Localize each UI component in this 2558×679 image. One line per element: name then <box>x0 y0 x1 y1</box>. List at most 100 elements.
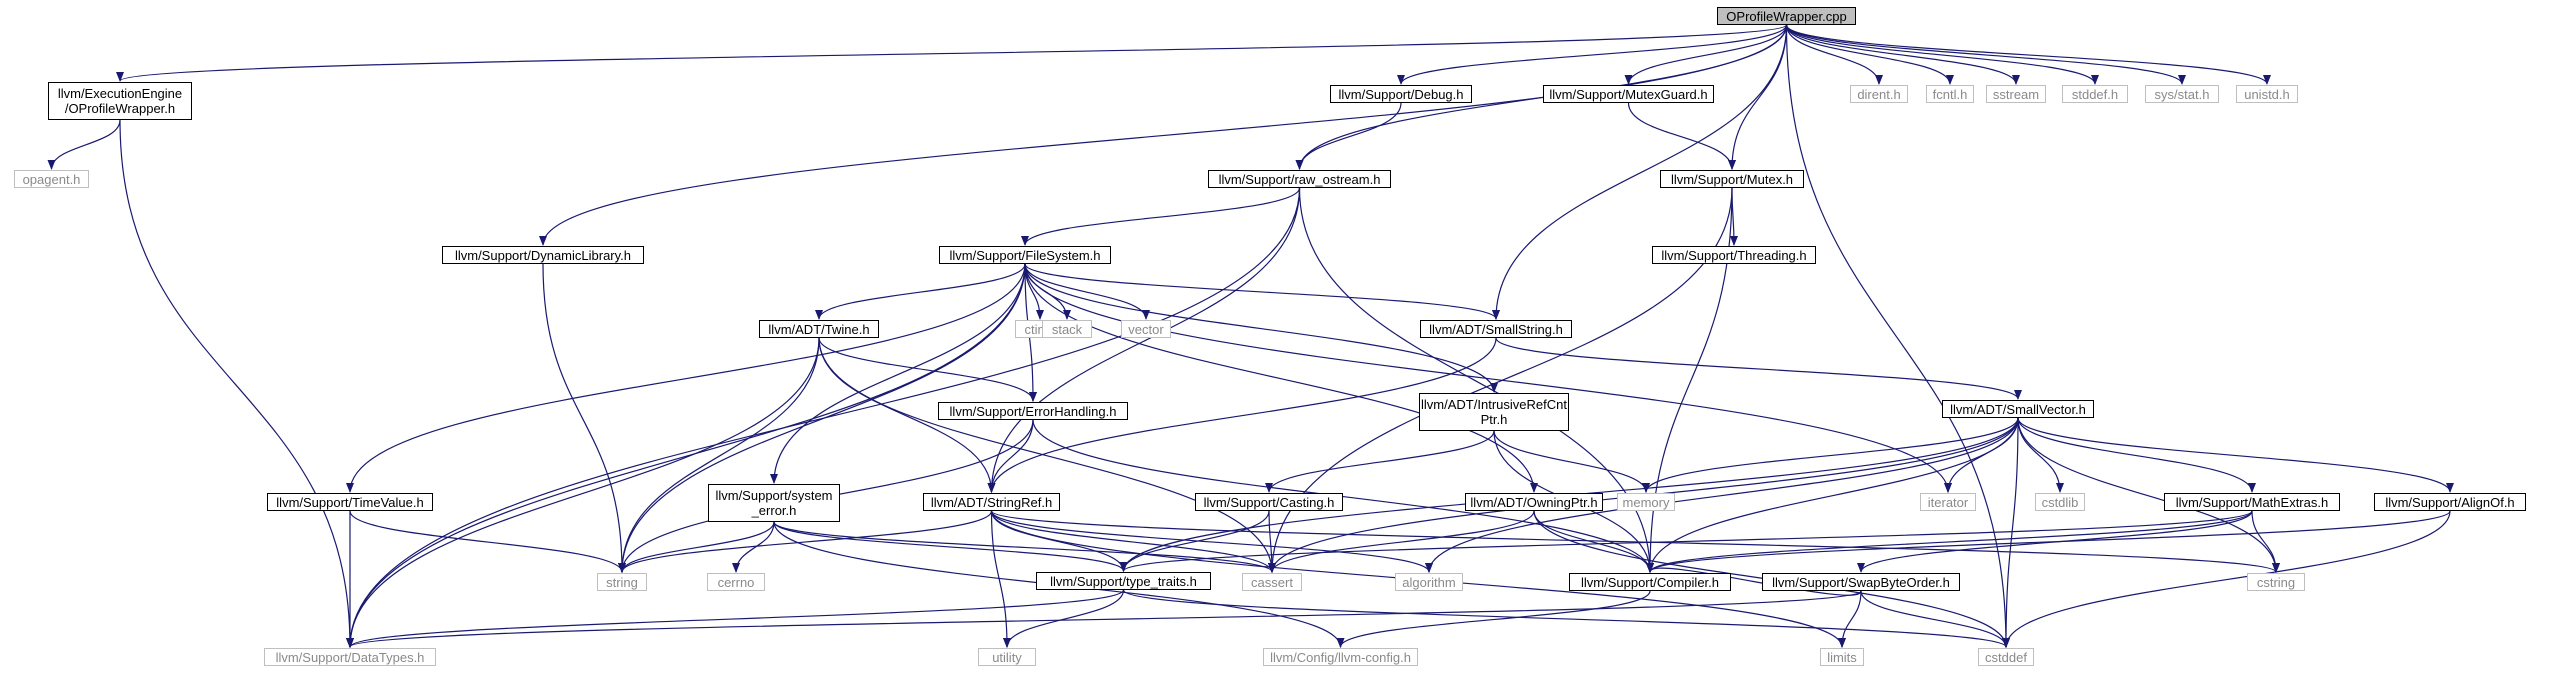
edge-filesystem-to-datatypes <box>346 263 1026 648</box>
edge-compiler-to-llvmconfig <box>1336 590 1651 648</box>
edge-type_traits-to-cstddef <box>1122 589 2010 648</box>
node-fcntl: fcntl.h <box>1926 85 1974 103</box>
edge-root-to-unistd <box>1785 24 2271 85</box>
edge-ee_opw-to-opagent <box>47 119 121 170</box>
edge-smallvector-to-memory <box>1642 417 2019 493</box>
node-dynlib[interactable]: llvm/Support/DynamicLibrary.h <box>442 246 644 264</box>
edge-system_error-to-type_traits <box>773 521 1128 572</box>
edge-mutexguard-to-mutex <box>1627 102 1736 170</box>
edge-intrusive-to-casting <box>1265 430 1495 493</box>
edge-smallstring-to-smallvector <box>1495 337 2022 400</box>
edge-type_traits-to-utility <box>1003 589 1125 648</box>
edge-smallvector-to-compiler <box>1646 417 2019 573</box>
node-swapbyteorder[interactable]: llvm/Support/SwapByteOrder.h <box>1762 573 1960 591</box>
edge-alignof-to-compiler <box>1646 510 2451 573</box>
edge-root-to-fcntl <box>1785 24 1954 85</box>
edge-stringref-to-algorithm <box>990 510 1433 573</box>
node-stringref[interactable]: llvm/ADT/StringRef.h <box>923 493 1060 511</box>
node-cerrno: cerrno <box>707 573 765 591</box>
node-system-error[interactable]: llvm/Support/system _error.h <box>708 484 840 522</box>
node-filesystem[interactable]: llvm/Support/FileSystem.h <box>939 246 1111 264</box>
edge-filesystem-to-smallstring <box>1024 263 1500 320</box>
edge-root-to-dynlib <box>539 24 1788 246</box>
node-mathextras[interactable]: llvm/Support/MathExtras.h <box>2164 493 2340 511</box>
node-limits: limits <box>1820 648 1864 666</box>
edge-type_traits-to-datatypes <box>346 589 1125 648</box>
node-debug[interactable]: llvm/Support/Debug.h <box>1330 85 1472 103</box>
edge-smallvector-to-cstring <box>2017 417 2280 573</box>
edge-root-to-ee_opw <box>116 24 1788 82</box>
edge-root-to-smallstring <box>1492 24 1788 320</box>
edge-filesystem-to-timevalue <box>346 263 1026 493</box>
node-dirent: dirent.h <box>1850 85 1908 103</box>
edge-twine-to-string <box>618 337 820 573</box>
node-mutex[interactable]: llvm/Support/Mutex.h <box>1660 170 1804 188</box>
edge-filesystem-to-owningptr <box>1024 263 1538 493</box>
node-intrusive[interactable]: llvm/ADT/IntrusiveRefCnt Ptr.h <box>1419 393 1569 431</box>
node-vector: vector <box>1121 320 1171 338</box>
node-mutexguard[interactable]: llvm/Support/MutexGuard.h <box>1543 85 1714 103</box>
node-owningptr[interactable]: llvm/ADT/OwningPtr.h <box>1465 493 1603 511</box>
edge-casting-to-type_traits <box>1119 510 1270 572</box>
edge-system_error-to-cassert <box>773 521 1276 573</box>
node-casting[interactable]: llvm/Support/Casting.h <box>1195 493 1343 511</box>
edge-swapbyteorder-to-compiler <box>1646 562 1862 596</box>
edge-root-to-cstddef <box>1785 24 2010 648</box>
edge-dynlib-to-string <box>542 263 626 573</box>
dependency-edges <box>47 24 2454 648</box>
edge-alignof-to-cstddef <box>2002 510 2451 648</box>
edge-root-to-sysstat <box>1785 24 2186 85</box>
node-smallstring[interactable]: llvm/ADT/SmallString.h <box>1420 320 1572 338</box>
node-sysstat: sys/stat.h <box>2145 85 2219 103</box>
edge-debug-to-raw_ostream <box>1295 102 1402 170</box>
node-raw-ostream[interactable]: llvm/Support/raw_ostream.h <box>1208 170 1391 188</box>
edge-smallvector-to-cstddef <box>2002 417 2019 648</box>
node-stack: stack <box>1042 320 1092 338</box>
edge-stringref-to-string <box>618 510 993 573</box>
edge-intrusive-to-memory <box>1493 430 1650 493</box>
edge-root-to-debug <box>1397 24 1788 85</box>
edge-swapbyteorder-to-cstddef <box>1860 590 2010 648</box>
node-cstddef: cstddef <box>1978 648 2034 666</box>
edge-root-to-dirent <box>1785 24 1883 85</box>
node-timevalue[interactable]: llvm/Support/TimeValue.h <box>267 493 433 511</box>
node-datatypes: llvm/Support/DataTypes.h <box>264 648 436 666</box>
edge-mathextras-to-type_traits <box>1119 510 2253 572</box>
node-stddef: stddef.h <box>2062 85 2128 103</box>
edge-smallvector-to-alignof <box>2017 417 2454 493</box>
node-cassert: cassert <box>1242 573 1302 591</box>
node-llvmconfig: llvm/Config/llvm-config.h <box>1263 648 1418 666</box>
edge-swapbyteorder-to-limits <box>1838 590 1862 648</box>
node-memory: memory <box>1617 493 1675 511</box>
node-utility: utility <box>978 648 1036 666</box>
node-errorhandling[interactable]: llvm/Support/ErrorHandling.h <box>938 402 1128 420</box>
node-unistd: unistd.h <box>2236 85 2298 103</box>
node-alignof[interactable]: llvm/Support/AlignOf.h <box>2374 493 2526 511</box>
edge-swapbyteorder-to-datatypes <box>346 590 1862 648</box>
node-iterator: iterator <box>1920 493 1976 511</box>
node-compiler[interactable]: llvm/Support/Compiler.h <box>1569 573 1731 591</box>
edge-root-to-mutex <box>1728 24 1788 170</box>
node-smallvector[interactable]: llvm/ADT/SmallVector.h <box>1942 400 2094 418</box>
node-string: string <box>597 573 647 591</box>
edge-timevalue-to-string <box>349 510 626 573</box>
node-twine[interactable]: llvm/ADT/Twine.h <box>759 320 879 338</box>
node-sstream: sstream <box>1986 85 2046 103</box>
edge-mathextras-to-compiler <box>1646 510 2253 573</box>
node-root[interactable]: OProfileWrapper.cpp <box>1717 7 1856 25</box>
edge-twine-to-datatypes <box>346 337 820 648</box>
edge-filesystem-to-intrusive <box>1024 263 1498 393</box>
node-cstdlib: cstdlib <box>2035 493 2085 511</box>
node-threading[interactable]: llvm/Support/Threading.h <box>1652 246 1816 264</box>
node-ee-opw[interactable]: llvm/ExecutionEngine /OProfileWrapper.h <box>48 82 192 120</box>
edge-twine-to-cassert <box>818 337 1276 573</box>
edge-owningptr-to-cassert <box>1268 510 1535 573</box>
edge-errorhandling-to-stringref <box>987 419 1034 493</box>
edge-smallstring-to-stringref <box>987 337 1497 493</box>
edge-owningptr-to-compiler <box>1533 510 1654 573</box>
edge-filesystem-to-twine <box>815 263 1026 320</box>
edge-system_error-to-string <box>618 521 775 573</box>
edge-smallvector-to-mathextras <box>2017 417 2256 493</box>
edge-twine-to-errorhandling <box>818 337 1037 402</box>
node-type-traits[interactable]: llvm/Support/type_traits.h <box>1036 572 1211 590</box>
